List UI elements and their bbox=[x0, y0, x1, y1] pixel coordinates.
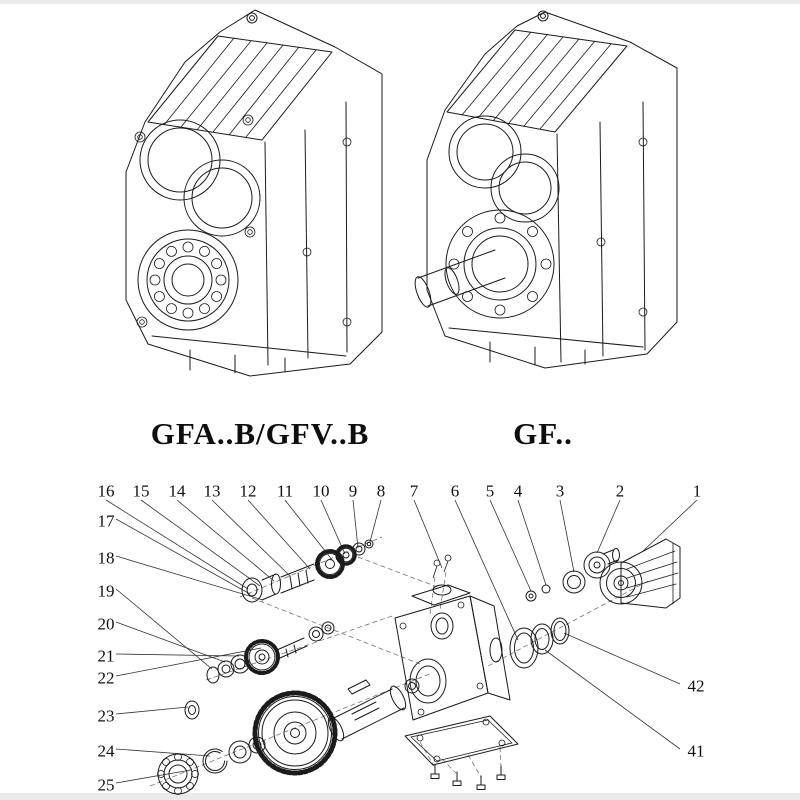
gearbox-right-outline bbox=[426, 10, 678, 369]
part-number-1: 1 bbox=[692, 481, 702, 501]
part-number-3: 3 bbox=[555, 481, 565, 501]
gearbox-right-output-flange bbox=[445, 209, 555, 319]
part-number-24: 24 bbox=[97, 741, 115, 761]
part-number-25: 25 bbox=[97, 775, 115, 795]
bottom-cover-plate bbox=[404, 715, 519, 790]
gearbox-left-bores bbox=[139, 119, 261, 237]
gearbox-drawing-gfab-gfvb bbox=[125, 9, 383, 377]
part-number-19: 19 bbox=[97, 581, 115, 601]
exploded-view-drawing bbox=[105, 499, 698, 795]
part-number-10: 10 bbox=[312, 481, 330, 501]
gearbox-left-bolt-holes bbox=[134, 114, 352, 328]
intermediate-gear-assembly bbox=[206, 621, 335, 684]
part-number-23: 23 bbox=[97, 706, 115, 726]
part-number-11: 11 bbox=[276, 481, 294, 501]
gearbox-left-output-bearing bbox=[137, 229, 239, 331]
gearbox-housing bbox=[394, 584, 511, 721]
scan-edge-top bbox=[0, 0, 800, 4]
part-number-4: 4 bbox=[513, 481, 523, 501]
input-shaft-assembly bbox=[241, 539, 374, 603]
part-number-2: 2 bbox=[615, 481, 625, 501]
part-number-8: 8 bbox=[376, 481, 386, 501]
gearbox-right-bores bbox=[448, 115, 560, 223]
part-number-6: 6 bbox=[450, 481, 460, 501]
part-number-13: 13 bbox=[203, 481, 221, 501]
part-number-5: 5 bbox=[485, 481, 495, 501]
output-shaft-assembly bbox=[157, 678, 420, 795]
model-label-gfab-gfvb: GFA..B/GFV..B bbox=[150, 416, 370, 451]
part-number-12: 12 bbox=[239, 481, 257, 501]
model-label-gf: GF.. bbox=[513, 416, 573, 451]
part-number-17: 17 bbox=[97, 511, 115, 531]
gearbox-drawing-gf bbox=[414, 10, 678, 369]
gearbox-right-bolt-holes bbox=[596, 137, 648, 317]
part-number-18: 18 bbox=[97, 548, 115, 568]
scan-edge-bottom bbox=[0, 793, 800, 800]
cover-bolts bbox=[432, 554, 452, 579]
part-number-7: 7 bbox=[409, 481, 419, 501]
part-number-21: 21 bbox=[97, 646, 115, 666]
gearbox-right-fins bbox=[461, 31, 612, 130]
motor bbox=[599, 538, 681, 609]
leader-lines bbox=[105, 499, 698, 784]
part-number-22: 22 bbox=[97, 668, 115, 688]
part-number-41: 41 bbox=[687, 741, 705, 761]
part-number-20: 20 bbox=[97, 614, 115, 634]
gearbox-left-outline bbox=[125, 9, 383, 377]
part-number-42: 42 bbox=[687, 676, 705, 696]
part-number-16: 16 bbox=[97, 481, 115, 501]
part-number-15: 15 bbox=[132, 481, 150, 501]
gearbox-left-fins bbox=[163, 37, 317, 138]
part-number-9: 9 bbox=[348, 481, 358, 501]
gearbox-right-output-shaft bbox=[414, 249, 506, 308]
part-number-14: 14 bbox=[168, 481, 186, 501]
